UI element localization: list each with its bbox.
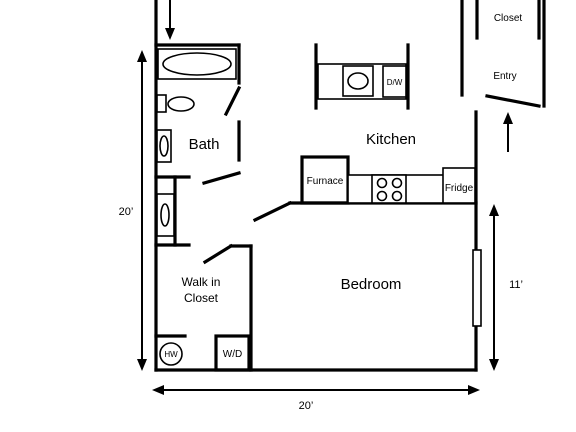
bathtub bbox=[157, 48, 237, 80]
washer-dryer bbox=[214, 334, 251, 372]
furnace-label: Furnace bbox=[307, 176, 344, 187]
closet-top-label: Closet bbox=[494, 13, 523, 24]
water-heater-label: HW bbox=[164, 350, 178, 359]
washer-dryer-label: W/D bbox=[223, 349, 242, 360]
bath-label: Bath bbox=[189, 136, 220, 153]
entry-label: Entry bbox=[493, 71, 516, 82]
water-heater bbox=[159, 342, 183, 366]
walk-in-closet-label-line2: Closet bbox=[184, 291, 219, 305]
tub-basin bbox=[162, 52, 232, 76]
toilet-tank bbox=[156, 94, 167, 113]
hall-sink bbox=[156, 193, 175, 237]
dimensions: 20’ 20’ 11’ bbox=[119, 0, 523, 412]
fridge bbox=[442, 167, 476, 204]
bottom-dimension-label: 20’ bbox=[299, 400, 314, 412]
kitchen-label: Kitchen bbox=[366, 131, 416, 148]
dishwasher-label: D/W bbox=[387, 78, 403, 87]
room-labels: Closet Entry Kitchen Bath Walk in Closet… bbox=[182, 13, 523, 305]
fridge-label: Fridge bbox=[445, 183, 474, 194]
walk-in-closet-label-line1: Walk in bbox=[182, 275, 221, 289]
fixtures: D/W Furnace Fridge HW W/D bbox=[156, 48, 482, 372]
bath-sink bbox=[156, 129, 172, 163]
window bbox=[472, 249, 482, 327]
bedroom-label: Bedroom bbox=[341, 276, 402, 293]
left-dimension-label: 20’ bbox=[119, 206, 134, 218]
right-dimension-label: 11’ bbox=[509, 279, 523, 291]
dishwasher bbox=[382, 65, 407, 98]
toilet-bowl bbox=[167, 96, 195, 112]
